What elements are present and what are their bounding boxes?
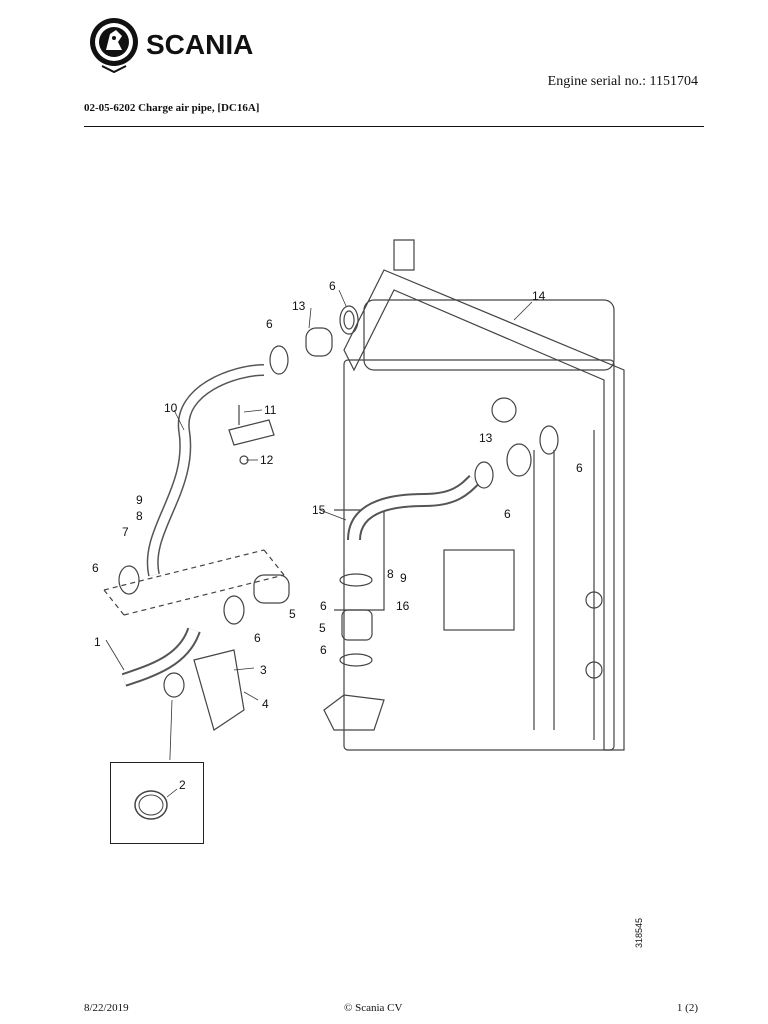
callout-6-far-right: 6 (576, 461, 583, 475)
callout-labels: 1 3 4 5 5 6 6 6 6 6 6 6 7 8 8 9 9 10 11 … (92, 279, 583, 711)
engine-serial: Engine serial no.: 1151704 (547, 74, 698, 89)
document-title: 02-05-6202 Charge air pipe, [DC16A] (84, 102, 260, 114)
header-divider (84, 126, 704, 127)
footer-copyright: © Scania CV (344, 1002, 403, 1014)
callout-6-stack-top: 6 (320, 599, 327, 613)
callout-6-left: 6 (92, 561, 99, 575)
callout-5-upper: 5 (289, 607, 296, 621)
exploded-parts-drawing: 1 3 4 5 5 6 6 6 6 6 6 6 7 8 8 9 9 10 11 … (84, 230, 704, 786)
callout-13-right: 13 (479, 431, 493, 445)
detail-inset: 2 (110, 762, 204, 844)
callout-7: 7 (122, 525, 129, 539)
footer-page-number: 1 (2) (676, 1002, 698, 1014)
callout-4: 4 (262, 697, 269, 711)
callout-6-mid: 6 (254, 631, 261, 645)
drawing-number: 318545 (634, 917, 644, 948)
callout-5-lower: 5 (319, 621, 326, 635)
footer-date: 8/22/2019 (84, 1002, 129, 1014)
callout-6-top: 6 (329, 279, 336, 293)
scania-logo: SCANIA (84, 14, 284, 74)
callout-6-stack-bottom: 6 (320, 643, 327, 657)
callout-15: 15 (312, 503, 326, 517)
callout-9-right: 9 (400, 571, 407, 585)
callout-6-right: 6 (504, 507, 511, 521)
callout-8-left: 8 (136, 509, 143, 523)
callout-2: 2 (179, 778, 186, 792)
callout-10: 10 (164, 401, 178, 415)
callout-13-upper: 13 (292, 299, 306, 313)
callout-6-upper: 6 (266, 317, 273, 331)
radiator-assembly (334, 239, 625, 751)
griffin-emblem-icon (90, 18, 138, 74)
callout-8-right: 8 (387, 567, 394, 581)
callout-14: 14 (532, 289, 546, 303)
callout-9-left: 9 (136, 493, 143, 507)
callout-1: 1 (94, 635, 101, 649)
brand-name: SCANIA (146, 29, 253, 60)
callout-12: 12 (260, 453, 274, 467)
callout-3: 3 (260, 663, 267, 677)
callout-11: 11 (264, 403, 277, 417)
callout-16: 16 (396, 599, 410, 613)
